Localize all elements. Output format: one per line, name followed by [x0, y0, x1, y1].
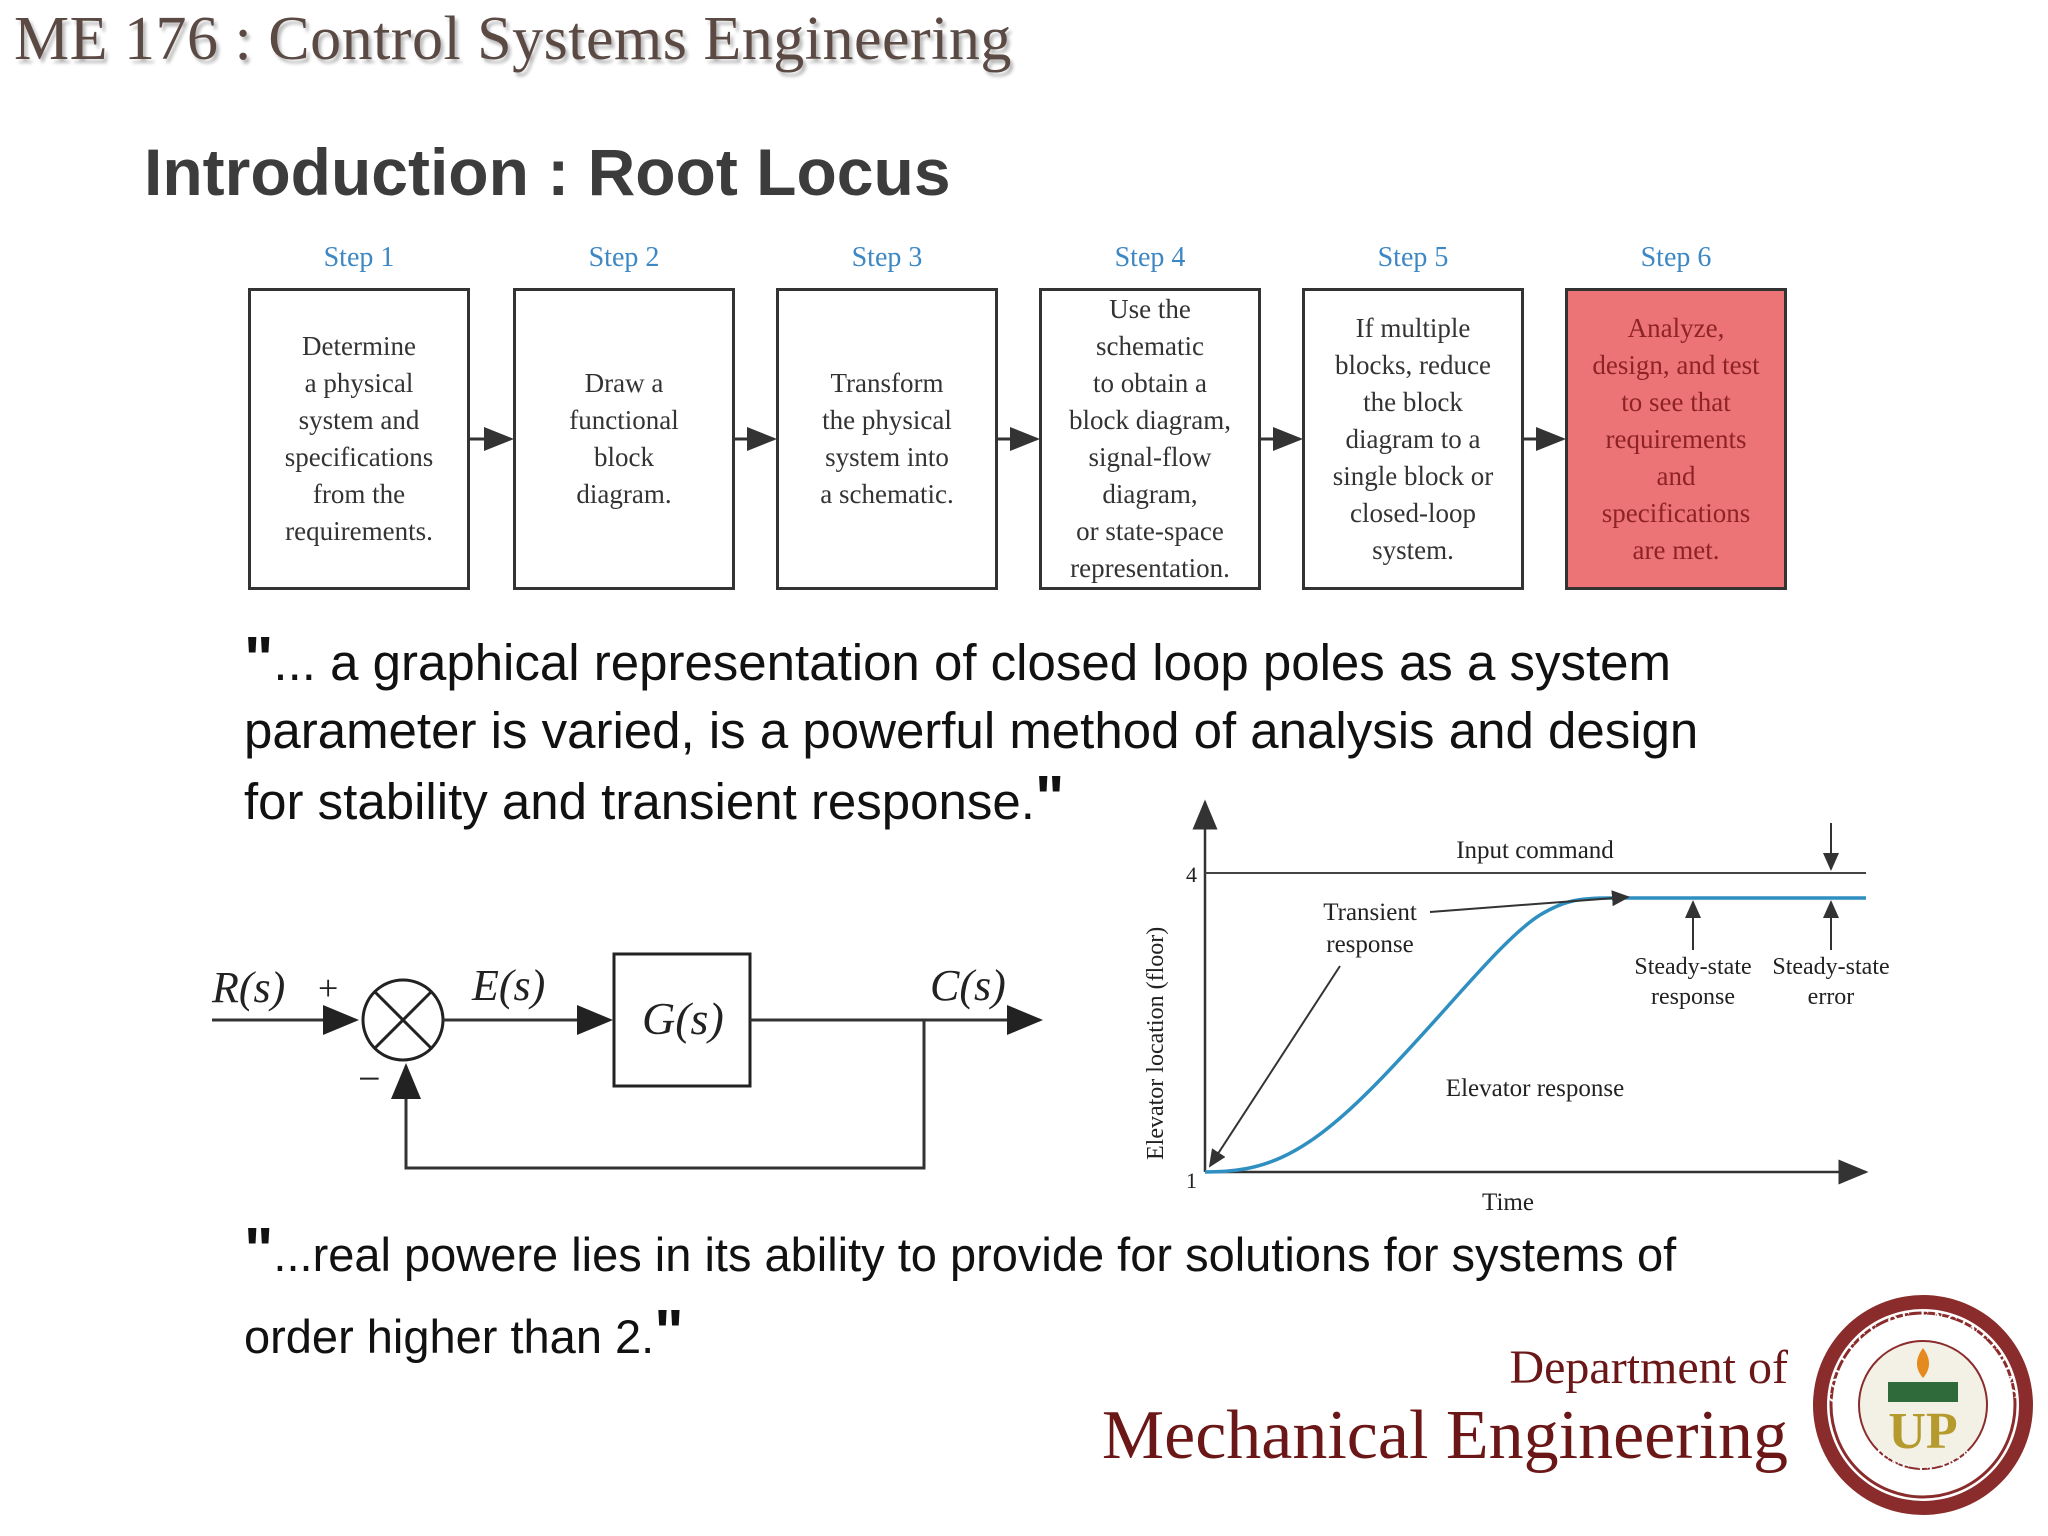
step-6-label: Step 6: [1640, 242, 1712, 273]
quote-close-mark: ": [1034, 764, 1065, 833]
plant-block: [612, 952, 752, 1088]
step-2-label: Step 2: [588, 242, 660, 273]
transient-pointer-left: [1208, 965, 1341, 1168]
quote-1-line-3: for stability and transient response.: [244, 773, 1035, 830]
plant-label: G(s): [642, 993, 724, 1044]
quote-definition: "... a graphical representation of close…: [244, 626, 1894, 836]
quote-real-power: "...real powere lies in its ability to p…: [244, 1212, 1894, 1376]
elevator-response-plot: 4 1 Elevator location (floor) Time Input…: [1143, 799, 1890, 1216]
input-label: R(s): [211, 963, 285, 1012]
plus-sign: +: [318, 968, 338, 1008]
step-1-text: Determine a physical system and specific…: [284, 331, 434, 546]
department-line-2: Mechanical Engineering: [1101, 1397, 1788, 1474]
y-tick-1: 1: [1186, 1168, 1197, 1193]
step-arrows: [470, 427, 1566, 451]
feedback-block-diagram: R(s) + − E(s) G(s) C(s): [211, 952, 1043, 1170]
x-axis-label: Time: [1482, 1189, 1534, 1216]
quote-2-close-mark: ": [654, 1298, 684, 1367]
step-1-box: Determine a physical system and specific…: [248, 288, 470, 590]
elevator-response-curve: [1204, 896, 1866, 1174]
ss-error-label-line-1: Steady-state: [1772, 954, 1889, 980]
quote-1-line-1: ... a graphical representation of closed…: [273, 634, 1672, 691]
step-3-text: Transform the physical system into a sch…: [820, 368, 954, 509]
error-label: E(s): [471, 961, 545, 1010]
quote-open-mark: ": [244, 625, 274, 694]
seal-torch-flame-icon: [1916, 1348, 1930, 1378]
quote-2-line-2: order higher than 2.: [244, 1310, 655, 1363]
elevator-response-label: Elevator response: [1446, 1075, 1624, 1102]
department-line-1: Department of: [1509, 1341, 1788, 1394]
course-title: ME 176 : Control Systems Engineering: [14, 5, 1012, 73]
y-tick-4: 4: [1186, 862, 1197, 887]
transient-label-line-1: Transient: [1323, 899, 1417, 926]
quote-2-open-mark: ": [244, 1216, 274, 1285]
slide-title: Introduction : Root Locus: [144, 135, 951, 209]
quote-2-line-1: ...real powere lies in its ability to pr…: [273, 1228, 1677, 1281]
step-4-box: Use the schematic to obtain a block diag…: [1039, 288, 1261, 590]
step-1-label: Step 1: [323, 242, 395, 273]
output-label: C(s): [930, 961, 1006, 1010]
ss-error-label-line-2: error: [1808, 984, 1855, 1010]
step-2-text: Draw a functional block diagram.: [569, 368, 679, 509]
step-3-box: Transform the physical system into a sch…: [776, 288, 998, 590]
minus-sign: −: [358, 1056, 381, 1101]
summing-cross-b: [373, 990, 433, 1050]
ss-response-label-line-2: response: [1651, 984, 1735, 1010]
step-6-box: Analyze, design, and test to see that re…: [1565, 288, 1787, 590]
transient-pointer-right: [1429, 890, 1630, 913]
step-2-box: Draw a functional block diagram.: [513, 288, 735, 590]
step-6-text: Analyze, design, and test to see that re…: [1592, 312, 1760, 565]
quote-1-line-2: parameter is varied, is a powerful metho…: [244, 702, 1699, 759]
input-command-label: Input command: [1456, 837, 1614, 864]
step-4-text: Use the schematic to obtain a block diag…: [1069, 294, 1231, 583]
feedback-path: [391, 1020, 926, 1170]
ss-response-label-line-1: Steady-state: [1634, 954, 1751, 980]
step-5-label: Step 5: [1377, 242, 1449, 273]
step-3-label: Step 3: [851, 242, 923, 273]
step-5-box: If multiple blocks, reduce the block dia…: [1302, 288, 1524, 590]
step-5-text: If multiple blocks, reduce the block dia…: [1332, 312, 1494, 565]
step-4-label: Step 4: [1114, 242, 1186, 273]
college-seal-logo: COLLEGE OF ENGINEERING JUNE 13,1910 UP: [1813, 1295, 2033, 1515]
y-axis-label: Elevator location (floor): [1143, 927, 1169, 1160]
seal-monogram: UP: [1888, 1403, 1957, 1460]
transient-label-line-2: response: [1326, 931, 1413, 958]
